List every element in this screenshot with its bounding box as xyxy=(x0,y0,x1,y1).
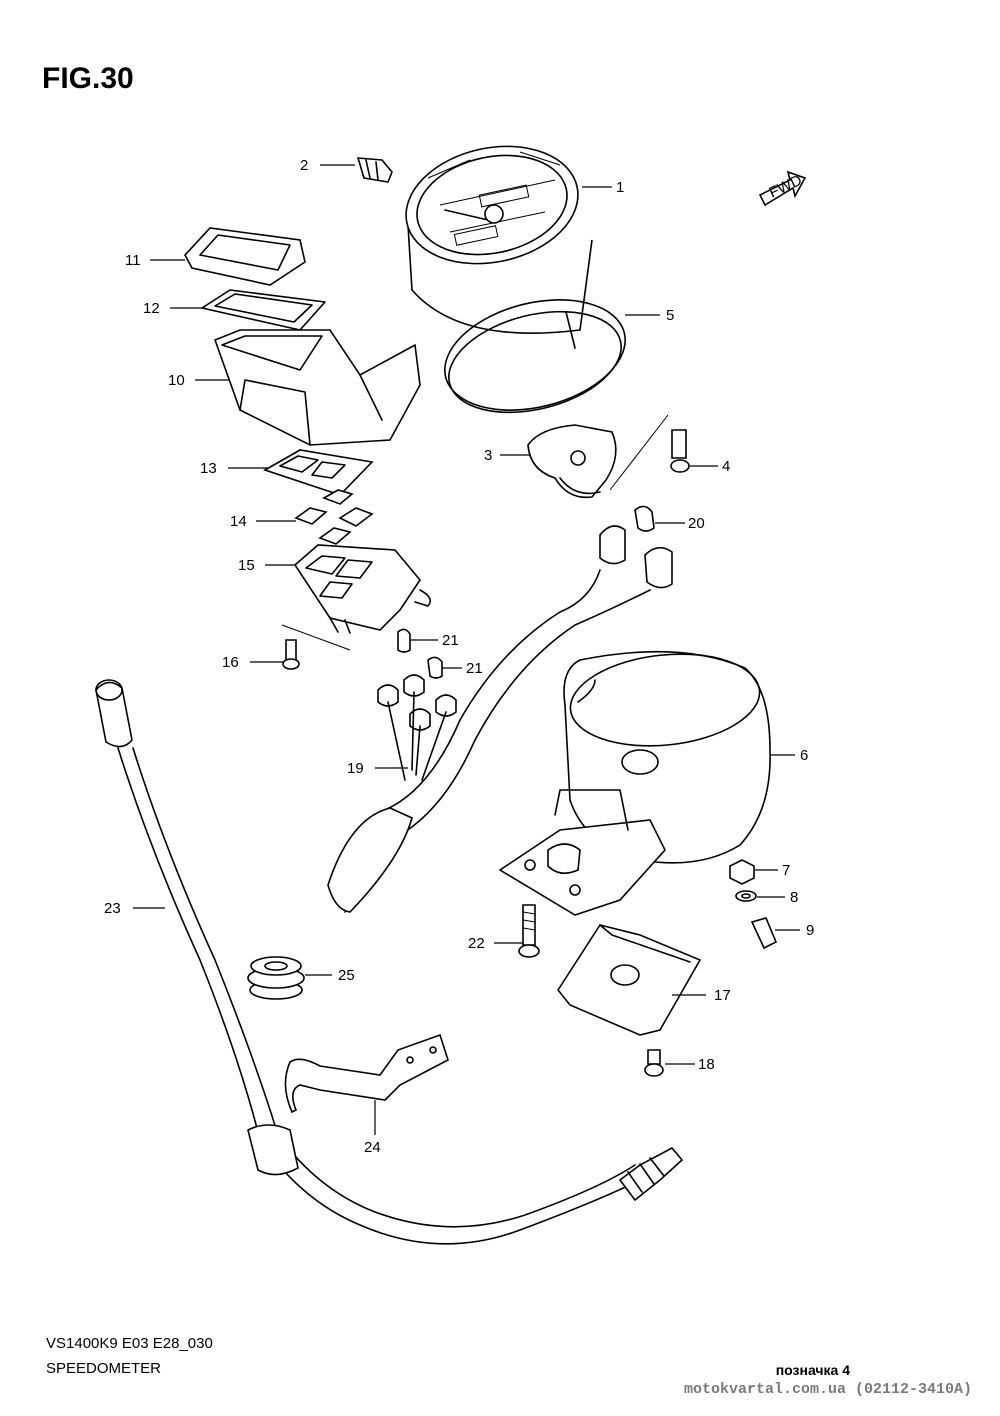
figure-title: FIG.30 xyxy=(42,62,134,95)
indicator-housing-10 xyxy=(213,329,421,446)
bulb-21-a xyxy=(397,628,411,653)
callout-labels: 1 2 3 4 5 6 7 8 9 10 11 12 13 14 15 16 1… xyxy=(104,157,814,1156)
bulb-20 xyxy=(634,505,655,532)
callout-6: 6 xyxy=(800,747,808,764)
forward-direction-badge: FWD xyxy=(758,170,807,207)
bolt-22 xyxy=(518,904,540,958)
callout-5: 5 xyxy=(666,307,674,324)
gauge-rubber-ring xyxy=(444,299,626,414)
speedometer-gauge xyxy=(405,145,593,349)
callout-21a: 21 xyxy=(442,632,459,649)
cable-bracket xyxy=(284,1033,449,1114)
callout-12: 12 xyxy=(143,300,160,317)
indicator-lens-11 xyxy=(184,227,306,286)
screw-9 xyxy=(750,917,778,950)
callout-13: 13 xyxy=(200,460,217,477)
wiring-harness xyxy=(327,525,673,913)
washer-8 xyxy=(735,890,757,902)
screw-4 xyxy=(609,414,690,491)
model-code: VS1400K9 E03 E28_030 xyxy=(46,1335,213,1352)
grommet xyxy=(247,956,305,1000)
callout-4: 4 xyxy=(722,458,730,475)
callout-14: 14 xyxy=(230,513,247,530)
screw-18 xyxy=(644,1049,664,1077)
lower-cover xyxy=(557,924,702,1036)
callout-15: 15 xyxy=(238,557,255,574)
section-name: SPEEDOMETER xyxy=(46,1360,162,1377)
callout-23: 23 xyxy=(104,900,121,917)
callout-20: 20 xyxy=(688,515,705,532)
callout-2: 2 xyxy=(300,157,308,174)
bulb-21-b xyxy=(427,656,443,679)
indicator-plate-13 xyxy=(263,449,374,496)
indicator-filters-14 xyxy=(294,489,374,545)
leader-lines xyxy=(133,164,800,1135)
indicator-socket-15 xyxy=(293,544,431,634)
gauge-case xyxy=(498,650,771,916)
callout-16: 16 xyxy=(222,654,239,671)
note-label: позначка 4 xyxy=(775,1362,850,1378)
callout-22: 22 xyxy=(468,935,485,952)
callout-8: 8 xyxy=(790,889,798,906)
callout-10: 10 xyxy=(168,372,185,389)
callout-7: 7 xyxy=(782,862,790,879)
callout-11: 11 xyxy=(125,252,141,269)
indicator-gasket-12 xyxy=(201,289,326,331)
gauge-bracket xyxy=(527,424,617,499)
callout-9: 9 xyxy=(806,922,814,939)
callout-18: 18 xyxy=(698,1056,715,1073)
callout-3: 3 xyxy=(484,447,492,464)
watermark: motokvartal.com.ua (02112-3410A) xyxy=(683,1381,972,1398)
callout-1: 1 xyxy=(616,179,624,196)
callout-21b: 21 xyxy=(466,660,483,677)
speedometer-cable xyxy=(95,679,684,1245)
callout-19: 19 xyxy=(347,760,364,777)
screw-16 xyxy=(281,624,351,670)
callout-17: 17 xyxy=(714,987,731,1004)
callout-25: 25 xyxy=(338,967,355,984)
callout-24: 24 xyxy=(364,1139,381,1156)
fwd-label: FWD xyxy=(767,172,805,202)
sensor-fitting xyxy=(356,157,393,183)
nut-7 xyxy=(729,859,755,885)
